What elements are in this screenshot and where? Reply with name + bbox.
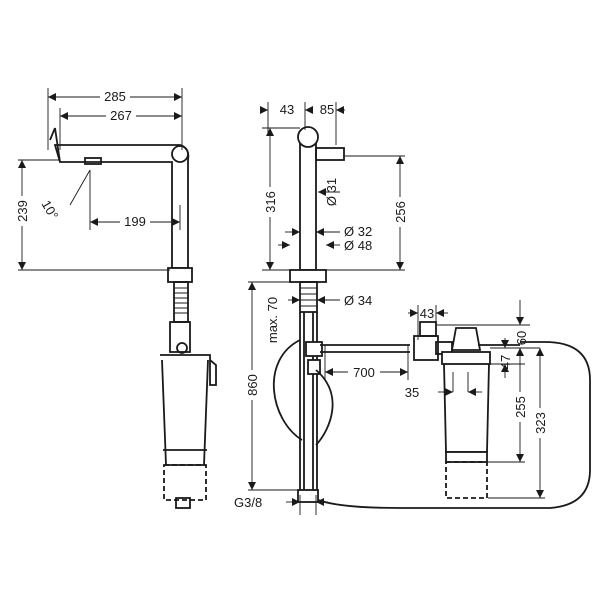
dimension-diameter-34: Ø 34 — [344, 293, 372, 308]
dimension-10-degree: 10° — [38, 197, 61, 222]
dimension-85: 85 — [320, 102, 334, 117]
dimension-47: 47 — [498, 355, 513, 369]
dimension-256: 256 — [393, 201, 408, 223]
dimension-239: 239 — [15, 200, 30, 222]
dimension-323: 323 — [533, 412, 548, 434]
dimension-316: 316 — [263, 191, 278, 213]
faucet-side-view — [49, 127, 217, 509]
water-filter — [413, 321, 520, 499]
dimension-860: 860 — [245, 374, 260, 396]
dimension-diameter-32: Ø 32 — [344, 224, 372, 239]
dimension-285: 285 — [104, 89, 126, 104]
dimension-max-70: max. 70 — [265, 297, 280, 343]
dimension-43-head: 43 — [280, 102, 294, 117]
dimension-199: 199 — [124, 214, 146, 229]
dimension-diameter-31: Ø 31 — [324, 178, 339, 206]
dimension-267: 267 — [110, 108, 132, 123]
dimension-g3-8: G3/8 — [234, 495, 262, 510]
dimension-diameter-48: Ø 48 — [344, 238, 372, 253]
dimension-35: 35 — [405, 385, 419, 400]
dimension-60: 60 — [514, 331, 529, 345]
supply-hose — [317, 341, 591, 509]
front-view-dimensions: 43 85 316 256 Ø 31 Ø 32 Ø 48 Ø 34 max. 7… — [234, 102, 409, 515]
faucet-front-view — [273, 126, 345, 503]
side-view-dimensions: 285 267 239 10° 199 — [15, 88, 183, 271]
dimension-700: 700 — [353, 365, 375, 380]
dimension-255: 255 — [513, 396, 528, 418]
dimension-43-valve: 43 — [420, 306, 434, 321]
filter-dimensions: 43 60 47 35 255 323 — [405, 300, 548, 499]
